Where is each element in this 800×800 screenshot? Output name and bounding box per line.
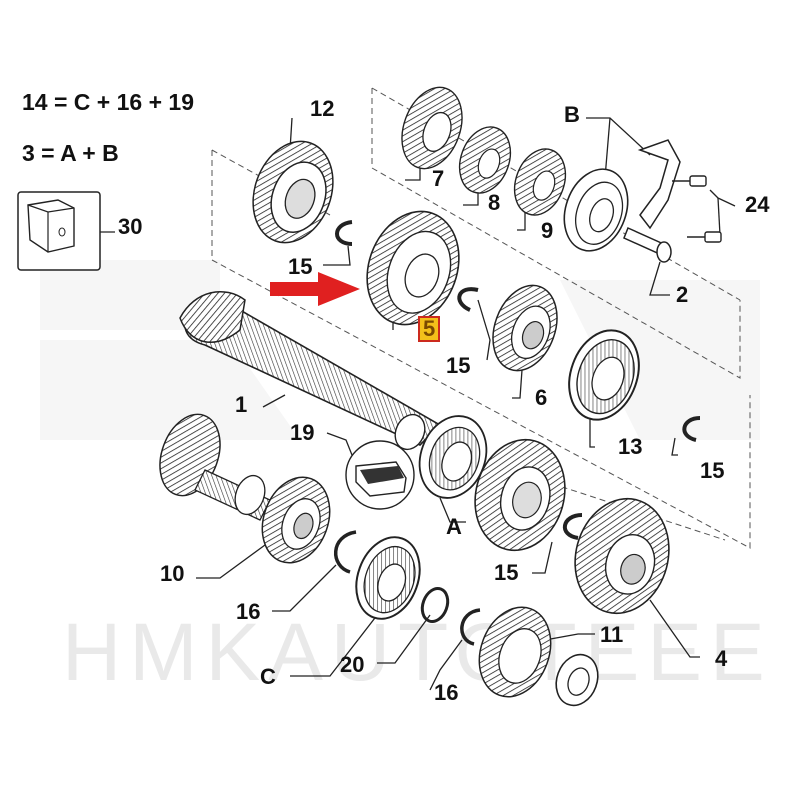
part-12-gear bbox=[252, 140, 334, 244]
label-11: 11 bbox=[600, 622, 624, 647]
label-15-d: 15 bbox=[494, 560, 519, 585]
label-7: 7 bbox=[432, 166, 445, 191]
part-11-gear bbox=[478, 606, 552, 698]
label-16-b: 16 bbox=[434, 680, 459, 705]
watermark-text: HMKAUTOTEEE bbox=[62, 607, 773, 698]
red-arrow bbox=[270, 272, 360, 306]
part-2-bolt bbox=[623, 226, 672, 263]
part-15-circlip-a bbox=[335, 220, 353, 246]
part-16-circlip-a bbox=[333, 530, 357, 574]
part-15-circlip-b bbox=[457, 287, 479, 312]
part-5-gear bbox=[366, 210, 460, 326]
formula-14: 14 = C + 16 + 19 bbox=[22, 89, 194, 115]
formula-3: 3 = A + B bbox=[22, 140, 119, 166]
label-9: 9 bbox=[541, 218, 554, 243]
label-30: 30 bbox=[118, 214, 143, 239]
part-15-circlip-c bbox=[682, 416, 701, 442]
label-2: 2 bbox=[676, 282, 689, 307]
label-20: 20 bbox=[340, 652, 365, 677]
label-B: B bbox=[564, 102, 580, 127]
label-15-c: 15 bbox=[700, 458, 725, 483]
part-4-gear bbox=[574, 497, 670, 615]
label-4: 4 bbox=[715, 646, 728, 671]
label-24: 24 bbox=[745, 192, 770, 217]
label-8: 8 bbox=[488, 190, 501, 215]
part-B-bracket bbox=[637, 139, 681, 230]
label-5-highlight: 5 bbox=[418, 316, 441, 342]
part-19-detail bbox=[345, 440, 415, 510]
part-20-ring bbox=[420, 587, 450, 623]
part-30-block bbox=[17, 191, 101, 271]
part-7-gear bbox=[401, 86, 463, 170]
label-1: 1 bbox=[235, 392, 248, 417]
label-10: 10 bbox=[160, 561, 185, 586]
label-6: 6 bbox=[535, 385, 548, 410]
label-C: C bbox=[260, 664, 276, 689]
part-small-bearing bbox=[555, 653, 599, 707]
part-8-gear bbox=[458, 126, 512, 194]
part-16-circlip-b bbox=[460, 608, 481, 646]
part-9-gear bbox=[513, 148, 567, 216]
label-15-b: 15 bbox=[446, 353, 471, 378]
part-A-bearing bbox=[418, 415, 488, 499]
watermark-shapes bbox=[40, 260, 760, 440]
label-13: 13 bbox=[618, 434, 643, 459]
label-16-a: 16 bbox=[236, 599, 261, 624]
part-B-bearing bbox=[563, 168, 629, 252]
part-1-shaft bbox=[179, 291, 442, 451]
part-6-gear bbox=[492, 284, 558, 372]
part-ring-gear bbox=[474, 438, 566, 552]
part-24-screws bbox=[672, 175, 722, 243]
part-13-synchro bbox=[568, 329, 640, 421]
part-C-synchro bbox=[355, 536, 421, 620]
label-19: 19 bbox=[290, 420, 315, 445]
part-10-gear bbox=[261, 476, 331, 564]
part-15-circlip-d bbox=[563, 513, 583, 540]
part-secondary-shaft bbox=[159, 413, 271, 521]
label-12: 12 bbox=[310, 96, 335, 121]
label-15-a: 15 bbox=[288, 254, 313, 279]
label-A: A bbox=[446, 514, 462, 539]
